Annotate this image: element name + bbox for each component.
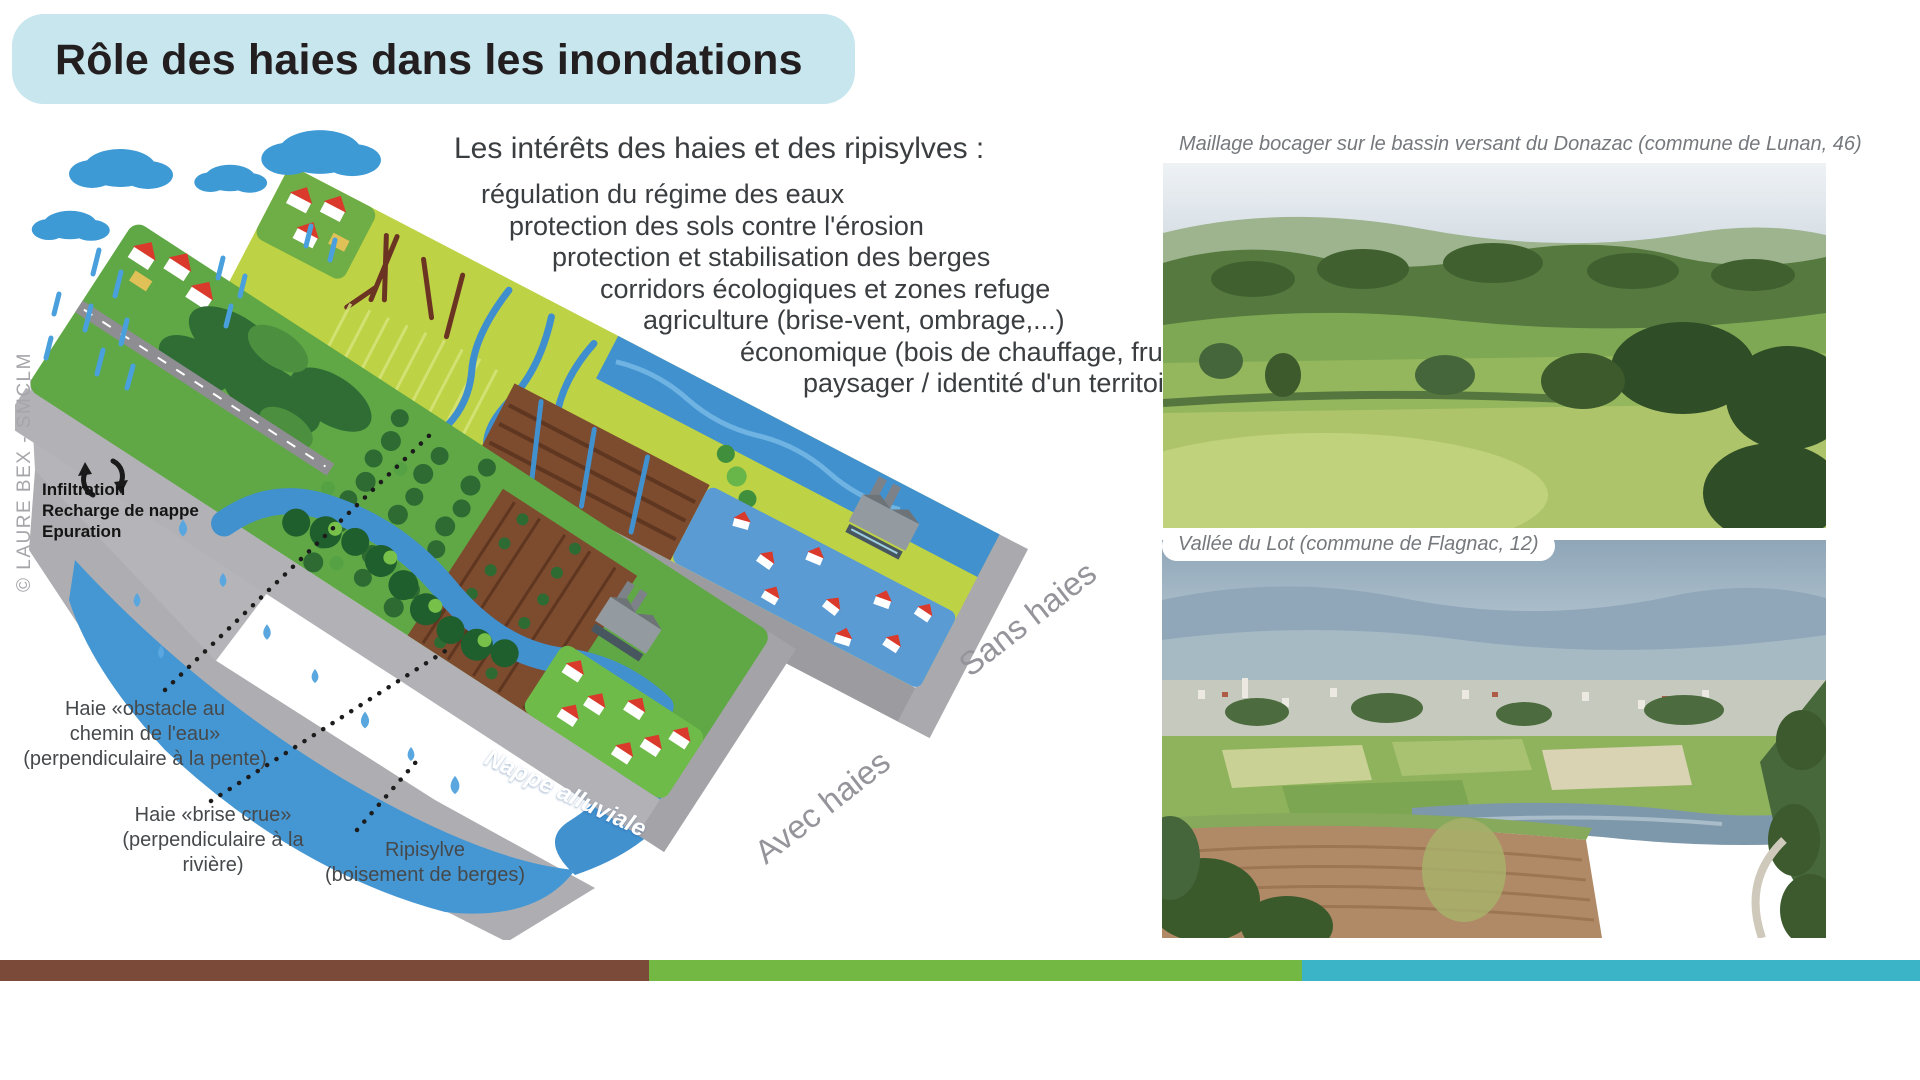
title-banner: Rôle des haies dans les inondations <box>12 14 855 104</box>
flooded-houses <box>673 487 956 687</box>
benefit-item: protection des sols contre l'érosion <box>509 210 924 241</box>
footer-bar-green <box>649 960 1302 981</box>
infiltration-labels: Infiltration Recharge de nappe Epuration <box>42 479 199 542</box>
nappe-water <box>69 560 575 914</box>
photo-vallee-image <box>1162 540 1826 938</box>
footer-bar-brown <box>0 960 649 981</box>
photo-donazac <box>1163 163 1826 528</box>
photo-vallee-du-lot <box>1162 540 1826 938</box>
benefit-item: corridors écologiques et zones refuge <box>600 273 1051 304</box>
protected-village <box>524 645 704 798</box>
epuration-label: Epuration <box>42 522 122 541</box>
photo-caption-donazac: Maillage bocager sur le bassin versant d… <box>1163 131 1878 161</box>
image-credit: © LAURE BEX - SMCLM <box>14 352 35 592</box>
benefit-item: paysager / identité d'un territoire <box>803 368 1188 398</box>
hedges-flood-diagram <box>15 130 1028 940</box>
photo-caption-vallee: Vallée du Lot (commune de Flagnac, 12) <box>1162 531 1555 561</box>
erosion-cracks <box>344 232 466 340</box>
rain-streaks <box>43 223 338 391</box>
label-ripisylve: Ripisylve (boisement de berges) <box>324 839 526 886</box>
woodland <box>158 306 372 450</box>
benefits-list: Les intérêts des haies et des ripisylves… <box>440 132 1229 400</box>
benefit-item: économique (bois de chauffage, fruits,..… <box>740 336 1229 367</box>
footer-color-bar <box>0 960 1920 981</box>
benefits-heading: Les intérêts des haies et des ripisylves… <box>454 132 985 165</box>
benefit-item: agriculture (brise-vent, ombrage,...) <box>643 305 1065 335</box>
benefit-item: régulation du régime des eaux <box>481 179 845 209</box>
label-haie-obstacle: Haie «obstacle au chemin de l'eau» (perp… <box>23 698 267 770</box>
ripisylve-trees <box>282 508 519 668</box>
page-title: Rôle des haies dans les inondations <box>55 36 803 84</box>
footer-bar-teal <box>1302 960 1920 981</box>
infiltration-label: Infiltration <box>42 480 126 499</box>
label-haie-brise-crue: Haie «brise crue» (perpendiculaire à la … <box>122 804 304 876</box>
factory-icon <box>845 476 920 560</box>
photo-donazac-image <box>1163 163 1826 528</box>
infiltration-cycle-icon <box>78 458 128 498</box>
avec-haies-slab <box>15 224 796 853</box>
dotted-leader-lines <box>162 427 456 833</box>
benefit-item: protection et stabilisation des berges <box>552 242 991 272</box>
recharge-label: Recharge de nappe <box>42 501 199 520</box>
ground-wedge <box>29 470 595 940</box>
rain-cloud-icon <box>31 130 381 241</box>
factory-icon <box>590 580 662 662</box>
